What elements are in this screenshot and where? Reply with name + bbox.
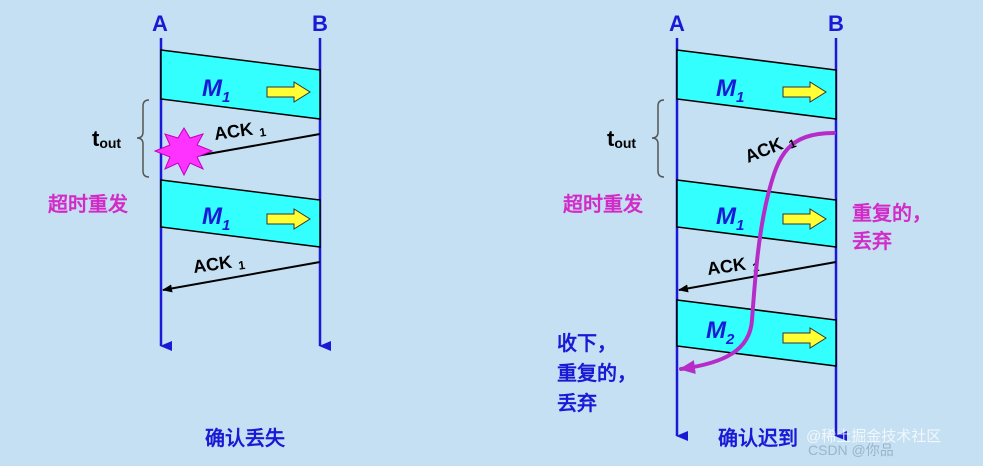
caption-ack-late: 确认迟到 [718, 426, 798, 450]
node-b-label: B [828, 11, 844, 36]
timeout-indicator: tout [92, 99, 150, 178]
timeout-label: tout [92, 126, 121, 151]
ack-label: ACK1 [742, 129, 798, 169]
frame-m1-retransmit: M1 [676, 179, 837, 248]
delayed-ack-curve [679, 131, 836, 375]
frame-label: M1 [202, 203, 230, 234]
timeout-label: tout [607, 126, 636, 151]
node-a-label: A [669, 11, 685, 36]
frame-m1-retransmit: M1 [160, 179, 321, 248]
received-note: 收下， 重复的， 丢弃 [557, 331, 643, 415]
watermark-under: CSDN @你品 [808, 442, 894, 458]
frame-band [676, 299, 837, 367]
frame-m1: M1 [676, 49, 837, 120]
watermark-text: @稀土掘金技术社区 [806, 428, 941, 445]
frame-m1: M1 [160, 49, 321, 120]
timeout-indicator: tout [607, 99, 665, 178]
node-b-label: B [312, 11, 328, 36]
frame-label: M1 [716, 75, 744, 106]
duplicate-note: 重复的， 丢弃 [852, 201, 938, 253]
frame-band [676, 179, 837, 248]
frame-band [160, 179, 321, 248]
node-a-label: A [152, 11, 168, 36]
caption-ack-lost: 确认丢失 [205, 426, 286, 450]
frame-label: M2 [706, 317, 735, 348]
direction-arrow [782, 208, 827, 230]
frame-label: M1 [716, 203, 744, 234]
watermark: CSDN @你品 @稀土掘金技术社区 [806, 428, 941, 458]
frame-label: M1 [202, 75, 230, 106]
direction-arrow [782, 81, 827, 103]
ack-line [184, 133, 321, 159]
timeout-brace [136, 99, 150, 178]
ack-line [162, 261, 321, 293]
retransmit-label: 超时重发 [562, 192, 644, 216]
frame-band [160, 49, 321, 120]
frame-band [676, 49, 837, 120]
retransmit-label: 超时重发 [47, 192, 129, 216]
frame-m2: M2 [676, 299, 837, 367]
direction-arrow [266, 81, 311, 103]
direction-arrow [266, 208, 311, 230]
loss-burst-icon [153, 127, 214, 177]
timeout-brace [651, 99, 665, 178]
direction-arrow [782, 327, 827, 349]
